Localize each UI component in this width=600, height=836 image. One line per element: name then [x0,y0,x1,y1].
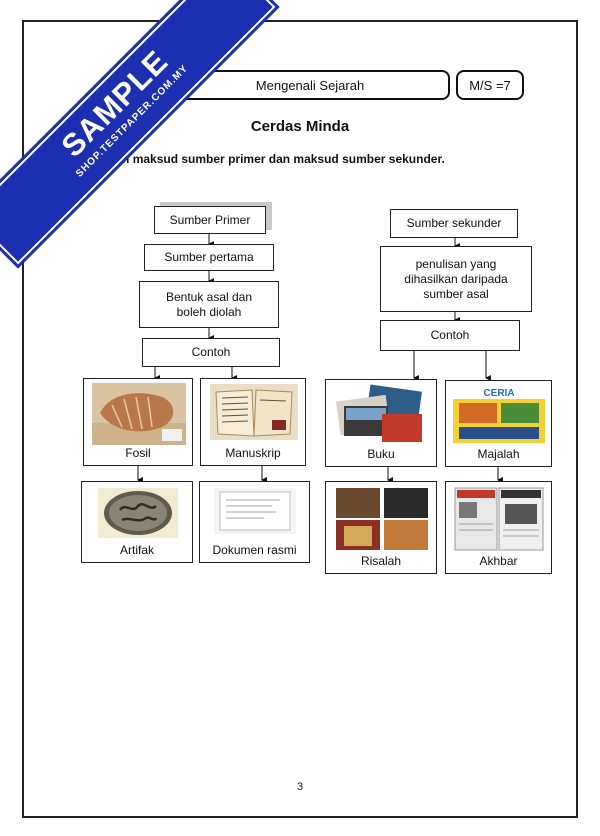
magazine-logo-text: CERIA [483,388,514,399]
section-title: Cerdas Minda [250,118,350,135]
example-manuskrip-label: Manuskrip [225,446,281,460]
magazine-image: CERIA [453,385,545,443]
example-artifak-label: Artifak [119,543,154,557]
example-majalah-label: Majalah [477,447,520,461]
sekunder-title: Sumber sekunder [406,216,502,230]
artifact-coin-image [98,488,178,538]
example-risalah-label: Risalah [360,554,402,568]
example-artifak: Artifak [81,481,193,563]
sekunder-example-label: Contoh [430,328,470,342]
example-akhbar: Akhbar [445,481,552,574]
primer-meaning: Sumber pertama [164,250,254,264]
primer-title: Sumber Primer [169,212,251,227]
sekunder-description-box: penulisan yang dihasilkan daripada sumbe… [380,246,532,312]
example-risalah: Risalah [325,481,437,574]
sekunder-desc-line2: dihasilkan daripada [404,271,508,286]
official-document-image [214,488,296,534]
books-image [334,384,430,446]
sekunder-desc-line1: penulisan yang [415,256,497,271]
primer-description-box: Bentuk asal dan boleh diolah [139,281,279,328]
primer-example-label: Contoh [191,345,231,359]
newspaper-image [453,486,545,552]
primer-example-box: Contoh [142,338,280,367]
sekunder-desc-line3: sumber asal [423,286,489,301]
primer-desc-line2: boleh diolah [176,304,242,319]
page-border [22,20,578,818]
primer-meaning-box: Sumber pertama [144,244,274,271]
sekunder-title-box: Sumber sekunder [390,209,518,238]
example-fosil-label: Fosil [125,446,151,460]
example-manuskrip: Manuskrip [200,378,306,466]
manuscript-image [210,384,298,440]
example-dokumen-rasmi-label: Dokumen rasmi [212,543,297,557]
instruction-text: Nyatakan maksud sumber primer dan maksud… [76,152,445,166]
example-majalah: CERIA Majalah [445,380,552,467]
example-buku-label: Buku [367,447,395,461]
example-dokumen-rasmi: Dokumen rasmi [199,481,310,563]
header-title: Mengenali Sejarah [255,77,365,93]
example-buku: Buku [325,379,437,467]
header-page-ref: M/S =7 [469,77,511,93]
sekunder-example-box: Contoh [380,320,520,351]
fossil-image [92,383,186,445]
header-page-ref-box: M/S =7 [456,70,524,100]
primer-title-box: Sumber Primer [154,206,266,234]
example-fosil: Fosil [83,378,193,466]
page-number: 3 [296,781,304,793]
primer-desc-line1: Bentuk asal dan [165,289,253,304]
example-akhbar-label: Akhbar [479,554,518,568]
brochure-image [334,486,430,552]
